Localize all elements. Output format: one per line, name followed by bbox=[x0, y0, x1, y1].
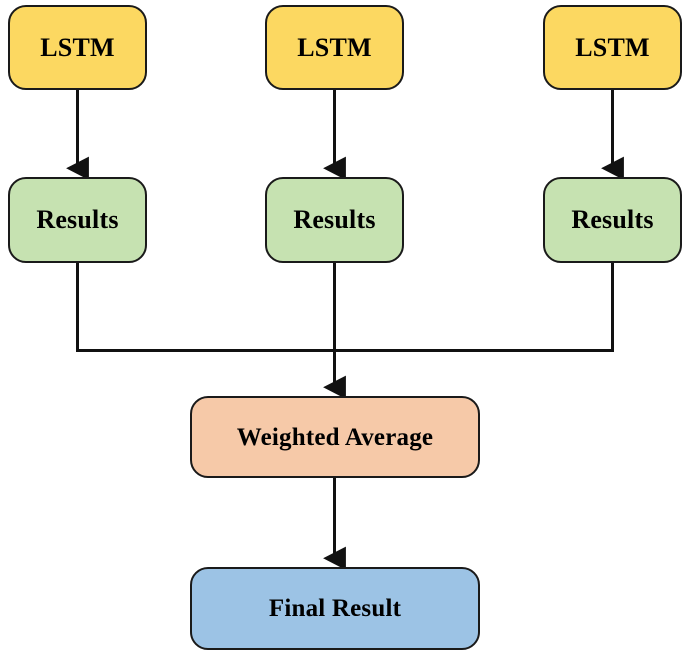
node-weighted-average-label: Weighted Average bbox=[236, 423, 434, 451]
node-results-right-label: Results bbox=[571, 205, 654, 234]
node-lstm-right[interactable]: LSTM bbox=[543, 5, 682, 90]
edge-results-right-to-bus bbox=[333, 261, 614, 352]
node-lstm-left[interactable]: LSTM bbox=[8, 5, 147, 90]
edge-results-left-to-bus bbox=[76, 261, 337, 352]
node-lstm-middle[interactable]: LSTM bbox=[265, 5, 404, 90]
node-results-left[interactable]: Results bbox=[8, 177, 147, 263]
node-final-result-label: Final Result bbox=[268, 595, 402, 622]
node-lstm-left-label: LSTM bbox=[40, 32, 115, 62]
node-results-middle-label: Results bbox=[293, 205, 376, 234]
node-lstm-right-label: LSTM bbox=[575, 32, 650, 62]
node-results-right[interactable]: Results bbox=[543, 177, 682, 263]
node-final-result[interactable]: Final Result bbox=[190, 567, 480, 650]
node-results-left-label: Results bbox=[36, 205, 119, 234]
node-results-middle[interactable]: Results bbox=[265, 177, 404, 263]
node-lstm-middle-label: LSTM bbox=[297, 32, 372, 62]
node-weighted-average[interactable]: Weighted Average bbox=[190, 396, 480, 478]
